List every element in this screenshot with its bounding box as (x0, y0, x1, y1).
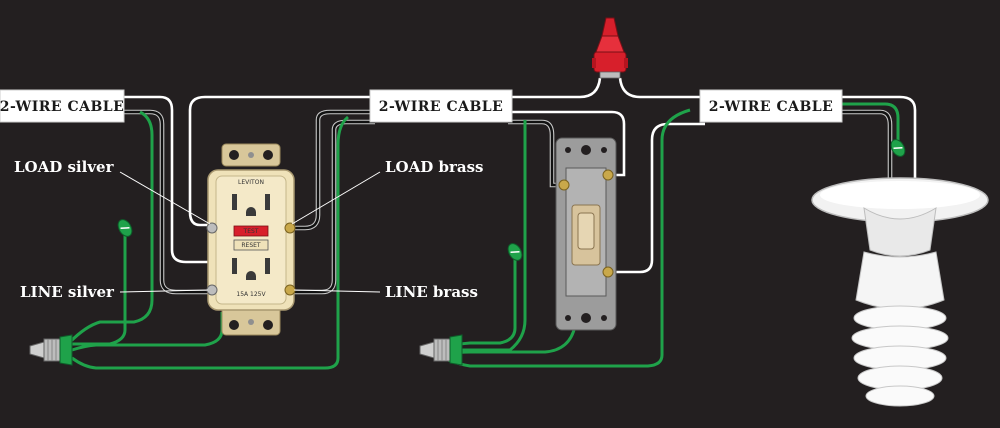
cable-label-text: 2-WIRE CABLE (0, 99, 124, 115)
green-wire-nut-icon (29, 334, 73, 366)
cable-label-text: 2-WIRE CABLE (379, 99, 504, 115)
switch-toggle-lever[interactable] (577, 212, 595, 250)
hot-line-brass (285, 120, 375, 294)
neutral-nut-to-light (618, 77, 705, 99)
hot-load-out (285, 110, 375, 230)
ground-left-1 (68, 110, 154, 344)
label-line-silver: LINE silver (20, 283, 115, 301)
hot-to-switch (508, 120, 568, 187)
neutral-line-in (120, 95, 215, 264)
label-load-silver: LOAD silver (14, 158, 115, 176)
ground-crimp-icon (507, 243, 523, 261)
ground-crimp-icon (117, 219, 133, 237)
ground-crimps (117, 139, 906, 261)
neutral-to-lamp (838, 95, 917, 190)
red-wire-nut-icon (592, 17, 628, 79)
gfci-receptacle: LEVITON TEST RESET 15A 125V (206, 143, 296, 336)
ground-wires (68, 102, 900, 370)
reset-label: RESET (241, 242, 261, 249)
load-silver-screw-icon (206, 222, 218, 234)
neutral-load-out (188, 95, 375, 227)
light-fixture (811, 177, 989, 407)
cable-label-text: 2-WIRE CABLE (709, 99, 834, 115)
gfci-rating: 15A 125V (236, 291, 266, 298)
test-label: TEST (243, 228, 259, 235)
switch-screw-icon (558, 179, 570, 191)
switch-screw-icon (602, 169, 614, 181)
terminal-labels: LOAD silver LOAD brass LINE silver LINE … (14, 158, 483, 301)
switch-screw-icon (602, 266, 614, 278)
line-silver-screw-icon (206, 284, 218, 296)
cable-label-middle: 2-WIRE CABLE (369, 89, 513, 123)
label-load-brass: LOAD brass (385, 158, 483, 176)
switch-white-top (508, 110, 626, 177)
ground-mid-2 (460, 120, 527, 352)
ground-left-3 (71, 115, 350, 370)
test-button[interactable] (233, 225, 269, 237)
cable-label-right: 2-WIRE CABLE (699, 89, 843, 123)
hot-line-in (120, 110, 215, 294)
line-brass-screw-icon (284, 284, 296, 296)
cfl-bulb-icon (855, 251, 945, 310)
ground-right (840, 102, 900, 148)
toggle-switch (555, 137, 617, 331)
switch-white-bottom (610, 122, 705, 274)
ground-crimp-icon (890, 139, 906, 157)
neutral-to-nut (508, 77, 602, 99)
ground-gfci (71, 312, 224, 352)
neutral-wires (120, 77, 917, 274)
cable-label-left: 2-WIRE CABLE (0, 89, 125, 123)
reset-button[interactable] (233, 239, 269, 251)
hot-to-lamp (838, 110, 892, 185)
gfci-brand: LEVITON (238, 179, 264, 186)
green-wire-nut-icon (419, 334, 463, 366)
label-line-brass: LINE brass (385, 283, 478, 301)
load-brass-screw-icon (284, 222, 296, 234)
